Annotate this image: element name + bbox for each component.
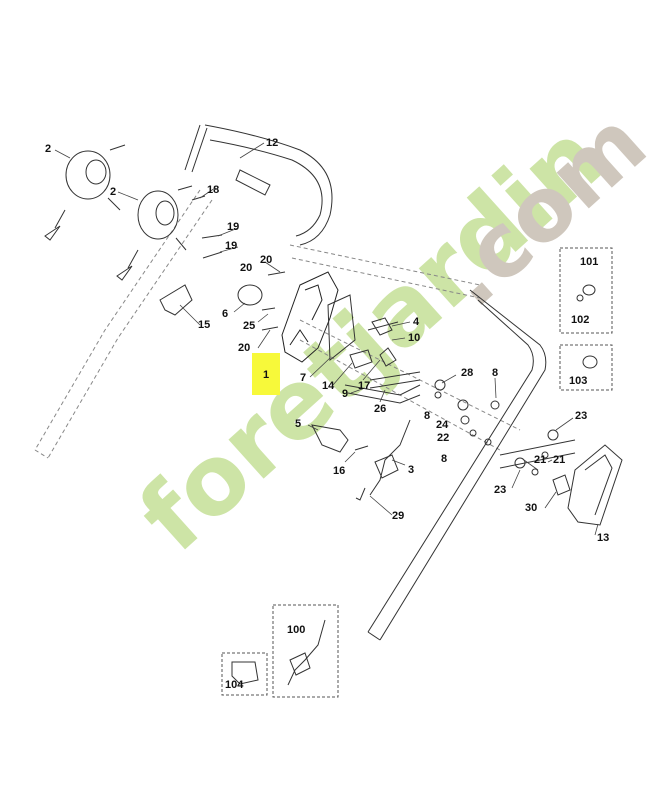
label-part-19b[interactable]: 19	[225, 240, 238, 252]
label-part-24[interactable]: 24	[436, 419, 449, 431]
label-part-100[interactable]: 100	[287, 624, 306, 636]
control-housing-1	[281, 271, 339, 363]
label-part-26[interactable]: 26	[374, 403, 387, 415]
label-part-28[interactable]: 28	[461, 367, 474, 379]
label-part-8b[interactable]: 8	[424, 410, 431, 422]
label-part-2b[interactable]: 2	[110, 186, 117, 198]
part-highlight	[252, 353, 280, 395]
label-part-20c[interactable]: 20	[238, 342, 251, 354]
cover-13	[567, 444, 623, 526]
clip-30	[552, 474, 571, 496]
label-part-10[interactable]: 10	[408, 332, 421, 344]
label-part-4[interactable]: 4	[413, 316, 420, 328]
label-part-30[interactable]: 30	[525, 502, 538, 514]
grip-knob-6	[237, 284, 263, 306]
label-part-18[interactable]: 18	[207, 184, 220, 196]
label-part-3[interactable]: 3	[408, 464, 415, 476]
detail-box-101-102	[559, 247, 613, 334]
label-part-1[interactable]: 1	[263, 369, 270, 381]
lever-5	[311, 424, 349, 453]
detail-box-100	[272, 604, 339, 698]
label-part-7[interactable]: 7	[300, 372, 307, 384]
detail-box-103	[559, 344, 613, 391]
arm-26	[369, 371, 421, 389]
label-part-6[interactable]: 6	[222, 308, 229, 320]
label-part-8a[interactable]: 8	[492, 367, 499, 379]
label-part-17[interactable]: 17	[358, 380, 371, 392]
label-part-22[interactable]: 22	[437, 432, 450, 444]
label-part-14[interactable]: 14	[322, 380, 335, 392]
label-part-2a[interactable]: 2	[45, 143, 52, 155]
label-part-9[interactable]: 9	[342, 388, 349, 400]
label-part-19a[interactable]: 19	[227, 221, 240, 233]
label-part-102[interactable]: 102	[571, 314, 590, 326]
label-part-15[interactable]: 15	[198, 319, 211, 331]
lever-plate-7	[327, 294, 356, 362]
label-part-8c[interactable]: 8	[441, 453, 448, 465]
bracket-15	[159, 284, 193, 316]
label-part-101[interactable]: 101	[580, 256, 599, 268]
cable-12	[204, 124, 333, 246]
label-part-12[interactable]: 12	[266, 137, 279, 149]
detail-box-104	[221, 652, 268, 696]
adjust-knob-2b	[116, 185, 193, 281]
label-part-20a[interactable]: 20	[260, 254, 273, 266]
label-part-23b[interactable]: 23	[494, 484, 507, 496]
arm-9	[344, 384, 421, 404]
label-part-29[interactable]: 29	[392, 510, 405, 522]
label-part-16[interactable]: 16	[333, 465, 346, 477]
label-part-20b[interactable]: 20	[240, 262, 253, 274]
label-part-103[interactable]: 103	[569, 375, 588, 387]
label-part-25[interactable]: 25	[243, 320, 256, 332]
handle-crossbar	[289, 244, 521, 451]
label-part-21b[interactable]: 21	[553, 454, 566, 466]
label-part-21a[interactable]: 21	[534, 454, 547, 466]
label-part-104[interactable]: 104	[225, 679, 244, 691]
adjust-knob-2a	[44, 144, 126, 241]
label-part-23a[interactable]: 23	[575, 410, 588, 422]
handle-tube-left	[34, 189, 213, 459]
label-part-5[interactable]: 5	[295, 418, 302, 430]
label-part-13[interactable]: 13	[597, 532, 610, 544]
handle-tube-right	[367, 289, 547, 641]
